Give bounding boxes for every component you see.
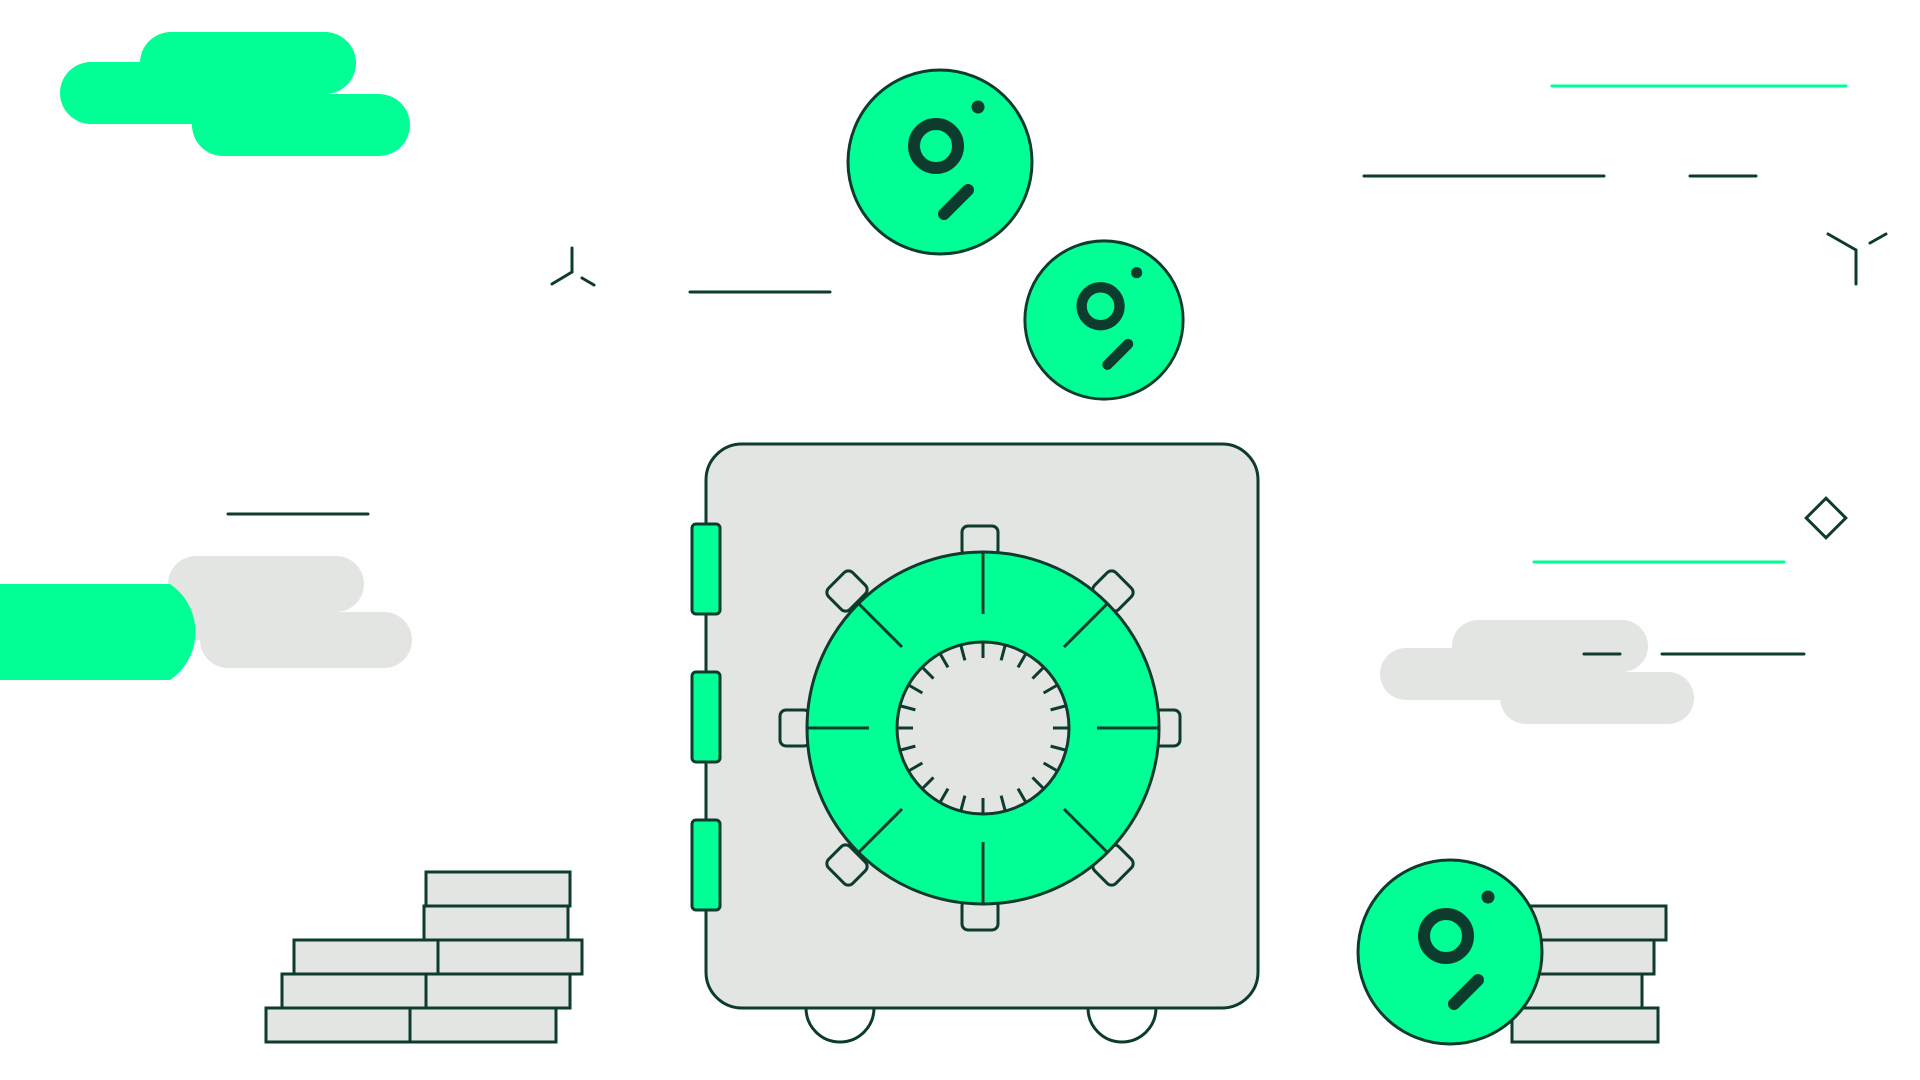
cloud-green-top-left	[60, 32, 410, 156]
cloud-green-left	[0, 584, 196, 680]
coin-bottom-right	[1356, 858, 1544, 1046]
dial-tick	[921, 666, 935, 680]
safe-hinge-top	[690, 522, 722, 616]
dial-tick	[907, 683, 924, 695]
cloud-gray-right	[1380, 620, 1694, 724]
dial-tick	[1031, 666, 1045, 680]
safe-wheel-spokes	[807, 552, 1159, 904]
dial-ticks	[897, 642, 1069, 814]
safe-wheel-left	[804, 1007, 876, 1044]
safe-hinge-bottom	[690, 818, 722, 912]
dial-tick	[999, 795, 1007, 812]
dial-tick	[899, 744, 916, 752]
coin-stack-left	[264, 870, 584, 1044]
dial-tick	[1031, 776, 1045, 790]
dial-tick	[1050, 704, 1067, 712]
coin-middle	[1023, 239, 1185, 401]
dial-tick	[959, 644, 967, 661]
safe-hinge-middle	[690, 670, 722, 764]
dial-tick	[1042, 761, 1059, 773]
dial-tick	[907, 761, 924, 773]
coin-top	[846, 68, 1034, 256]
dial-tick	[899, 704, 916, 712]
decor-lines	[226, 84, 1848, 656]
safe-wheel-right	[1086, 1007, 1158, 1044]
sparkle-right-icon	[1826, 232, 1888, 286]
safe	[690, 442, 1260, 1044]
dial-tick	[1050, 744, 1067, 752]
dial-tick	[938, 652, 950, 669]
dial-tick	[1016, 787, 1028, 804]
dial-tick	[959, 795, 967, 812]
cloud-gray-left	[168, 556, 412, 668]
dial-tick	[921, 776, 935, 790]
dial-tick	[999, 644, 1007, 661]
diamond-icon	[1804, 496, 1848, 540]
dial-tick	[938, 787, 950, 804]
dial-tick	[1016, 652, 1028, 669]
sparkle-left-icon	[550, 246, 596, 287]
dial-tick	[1042, 683, 1059, 695]
